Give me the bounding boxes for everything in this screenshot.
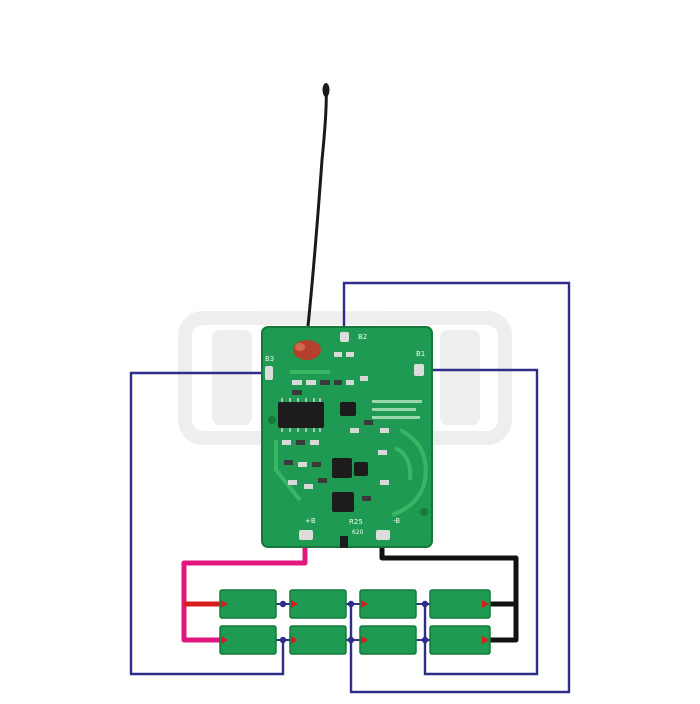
cell-r2-c1 <box>219 625 277 655</box>
mosfet-3 <box>332 492 354 512</box>
chip-icon <box>278 398 324 432</box>
label-plus-b: +B <box>305 517 316 525</box>
cell-r2-c2 <box>289 625 347 655</box>
battery-cells <box>219 589 491 655</box>
label-minus-b: -B <box>393 517 400 525</box>
cell-r1-c4 <box>429 589 491 619</box>
label-b3: B3 <box>265 355 274 363</box>
label-b2: B2 <box>358 333 367 341</box>
balance-wires <box>129 281 571 694</box>
mosfet-1 <box>332 458 352 478</box>
pcb-board: B3 B2 B1 +B -B R25 620 <box>261 326 433 548</box>
smd-components <box>282 352 422 501</box>
wire-positive <box>181 535 308 643</box>
ntc-thermistor-icon <box>293 340 321 360</box>
mosfet-2 <box>354 462 368 476</box>
solder-pad-icon <box>265 332 424 548</box>
wire-b3 <box>129 371 285 676</box>
small-ic <box>340 402 356 416</box>
label-b1: B1 <box>416 350 425 358</box>
wire-b2 <box>342 281 571 694</box>
cell-r1-c1 <box>219 589 277 619</box>
cell-r2-c4 <box>429 625 491 655</box>
wire-negative <box>379 535 519 643</box>
label-r-code: 620 <box>352 529 364 536</box>
wire-b1 <box>420 368 539 676</box>
antenna-lead <box>304 85 328 346</box>
label-r25: R25 <box>349 518 363 526</box>
series-links <box>276 600 430 644</box>
antenna-tip <box>322 83 330 97</box>
cell-r2-c3 <box>359 625 417 655</box>
cell-r1-c2 <box>289 589 347 619</box>
cell-r1-c3 <box>359 589 417 619</box>
